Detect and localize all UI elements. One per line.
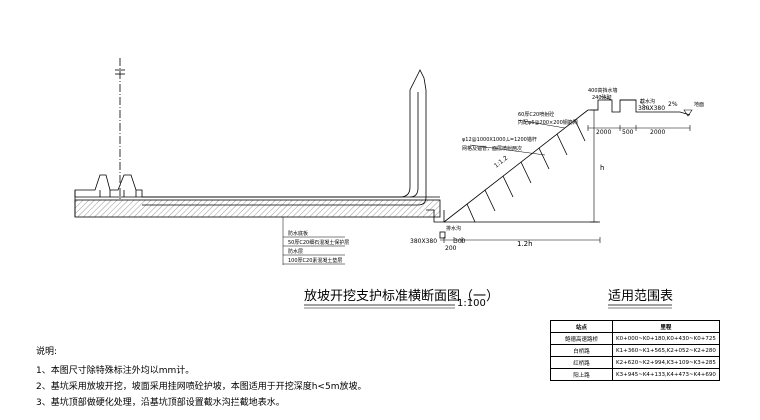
table-cell: 阳上路 (550, 368, 613, 381)
notes-heading: 说明: (36, 347, 58, 357)
note-item-1: 1、本图尺寸除特殊标注外均以mm计。 (36, 366, 195, 376)
cushion-callout (282, 217, 345, 265)
note-item-3: 3、基坑顶部做硬化处理，沿基坑顶部设置截水沟拦截地表水。 (36, 398, 285, 408)
drawing-title: 放坡开挖支护标准横断面图（一） (304, 289, 499, 304)
slope-section (440, 95, 693, 243)
nail-label-2: 网格及锚管，面层喷射两次 (462, 145, 522, 152)
table-title: 适用范围表 (608, 289, 673, 304)
dim-1-2h: 1.2h (517, 240, 533, 248)
slope-label: 1:1.2 (493, 154, 510, 169)
table-row: 鲍德高速路桥 K0+000~K0+180,K0+430~K0+725 (550, 332, 720, 345)
cushion-label-1: 防水底板 (288, 230, 308, 237)
table-row: 阳上路 K3+945~K4+133,K4+473~K4+690 (550, 368, 720, 381)
table-cell: K1+360~K1+565,K2+052~K2+280 (612, 344, 720, 357)
table-cell: 鲍德高速路桥 (550, 332, 613, 345)
dim-500: 500 (622, 129, 634, 136)
table-row: 白桥路 K1+360~K1+565,K2+052~K2+280 (550, 344, 720, 357)
ditch-top-label: 截水沟 (640, 98, 655, 105)
dim-2000-b: 2000 (650, 129, 665, 136)
cushion-label-3: 防水层 (288, 248, 303, 255)
shotcrete-label-1: 60厚C20喷射砼 (518, 111, 554, 118)
table-header-cell: 站点 (550, 320, 613, 333)
drawing-scale: 1:100 (457, 298, 486, 309)
shotcrete-label-2: 内配φ6@200×200钢筋网 (518, 119, 578, 126)
range-table: 站点 里程 鲍德高速路桥 K0+000~K0+180,K0+430~K0+725… (550, 320, 720, 381)
table-cell: 红桥路 (550, 356, 613, 369)
note-item-2: 2、基坑采用放坡开挖，坡面采用挂网喷砼护坡，本图适用于开挖深度h<5m放坡。 (36, 382, 367, 392)
table-row: 红桥路 K2+620~K2+994,K3+109~K3+285 (550, 356, 720, 369)
grade-label: 2% (668, 101, 678, 108)
table-cell: K3+945~K4+133,K4+473~K4+690 (612, 368, 720, 381)
retaining-wall-label-1: 400高挡水墙 (588, 87, 618, 94)
table-cell: K0+000~K0+180,K0+430~K0+725 (612, 332, 720, 345)
retaining-wall-label-2: 240砖砌 (592, 94, 612, 101)
dim-300: 300 (454, 238, 466, 245)
table-cell: K2+620~K2+994,K3+109~K3+285 (612, 356, 720, 369)
structure-section (74, 58, 446, 239)
ground-label: 地面 (694, 101, 704, 108)
table-cell: 白桥路 (550, 344, 613, 357)
cushion-label-4: 100厚C20素混凝土垫层 (288, 257, 342, 264)
cushion-label-2: 50厚C20细石混凝土保护层 (288, 239, 349, 246)
dim-2000-a: 2000 (596, 129, 611, 136)
height-label: h (600, 164, 604, 172)
ditch-top-size: 380X380 (638, 105, 665, 112)
ditch-bottom-label: 排水沟 (446, 225, 461, 232)
ditch-bottom-size: 380X380 (410, 238, 437, 245)
table-header-row: 站点 里程 (550, 320, 720, 333)
nail-label-1: φ12@1000X1000,L=1200锚杆 (462, 136, 537, 143)
dim-200: 200 (445, 245, 457, 252)
table-header-cell: 里程 (612, 320, 720, 333)
